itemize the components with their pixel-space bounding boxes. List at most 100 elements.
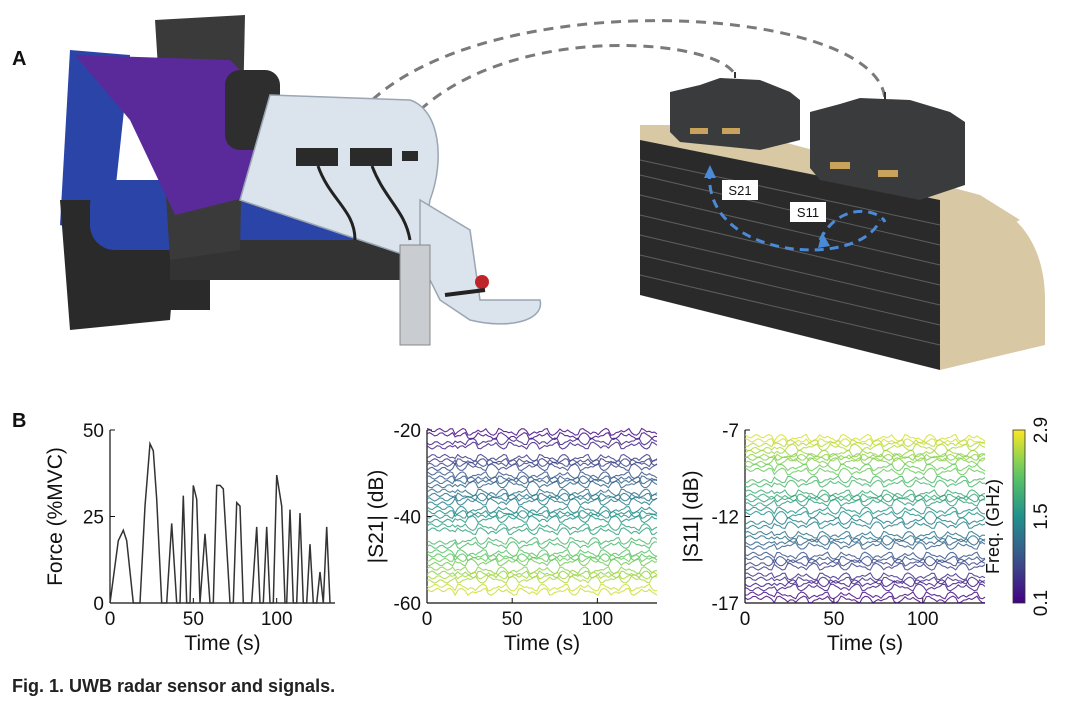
x-axis-label: Time (s) xyxy=(504,632,580,655)
frequency-trace xyxy=(744,479,986,488)
frequency-trace xyxy=(426,527,658,536)
frequency-trace xyxy=(426,587,658,597)
y-tick-label: -17 xyxy=(712,594,739,615)
sensor-setup-illustration: S21 S11 xyxy=(60,15,1045,370)
frequency-trace xyxy=(426,480,658,489)
frequency-trace xyxy=(426,493,658,502)
x-tick-label: 100 xyxy=(582,609,614,630)
frequency-trace xyxy=(744,494,986,503)
frequency-trace xyxy=(744,591,986,600)
x-tick-label: 0 xyxy=(740,609,751,630)
frequency-trace xyxy=(744,449,986,458)
colorbar-tick-label: 2.9 xyxy=(1031,417,1052,443)
y-tick-label: -60 xyxy=(394,594,421,615)
s21-label: S21 xyxy=(728,183,751,198)
y-tick-label: 0 xyxy=(93,594,104,615)
frequency-trace xyxy=(426,566,658,575)
y-tick-label: 25 xyxy=(83,508,104,529)
colorbar-label: Freq. (GHz) xyxy=(983,479,1003,574)
y-tick-label: -40 xyxy=(394,508,421,529)
x-tick-label: 50 xyxy=(502,609,523,630)
cable-right xyxy=(348,19,887,126)
colorbar-tick-label: 0.1 xyxy=(1031,590,1052,616)
frequency-trace xyxy=(744,510,986,520)
x-tick-label: 100 xyxy=(907,609,939,630)
figure-caption: Fig. 1. UWB radar sensor and signals. xyxy=(12,676,336,696)
person xyxy=(75,55,542,346)
frequency-trace xyxy=(426,548,658,558)
frequency-trace xyxy=(426,570,658,579)
colorbar-tick-label: 1.5 xyxy=(1031,503,1052,529)
radar-unit-left xyxy=(670,72,800,150)
frequency-trace xyxy=(426,583,658,592)
frequency-trace xyxy=(744,541,986,551)
frequency-trace xyxy=(744,463,986,472)
radar-unit-right xyxy=(810,92,965,200)
frequency-trace xyxy=(426,462,658,472)
frequency-trace xyxy=(744,498,986,507)
frequency-trace xyxy=(744,534,986,544)
frequency-trace xyxy=(744,521,986,530)
frequency-trace xyxy=(744,516,986,526)
frequency-trace xyxy=(744,562,986,571)
frequency-trace xyxy=(744,583,986,592)
frequency-trace xyxy=(426,437,658,446)
frequency-trace xyxy=(426,536,658,546)
frequency-trace xyxy=(744,530,986,540)
frequency-trace xyxy=(426,458,657,468)
frequency-trace xyxy=(744,439,986,448)
frequency-trace xyxy=(744,437,986,447)
s11-wave-path xyxy=(818,210,887,241)
frequency-trace xyxy=(744,433,986,443)
frequency-trace xyxy=(426,505,658,515)
s21-wave-path xyxy=(708,169,882,252)
x-tick-label: 0 xyxy=(422,609,433,630)
frequency-trace xyxy=(744,506,986,515)
frequency-trace xyxy=(426,476,658,485)
y-tick-label: -20 xyxy=(394,421,421,442)
x-tick-label: 50 xyxy=(183,609,204,630)
x-axis-label: Time (s) xyxy=(827,632,903,655)
frequency-trace xyxy=(744,579,986,588)
frequency-trace xyxy=(426,427,658,437)
frequency-trace xyxy=(426,441,658,450)
x-tick-label: 0 xyxy=(105,609,116,630)
frequency-trace xyxy=(426,497,658,507)
frequency-trace xyxy=(744,576,986,585)
frequency-trace xyxy=(426,522,658,532)
x-tick-label: 100 xyxy=(261,609,293,630)
s11-label: S11 xyxy=(797,205,819,220)
frequency-trace xyxy=(744,452,986,462)
y-axis-label: |S11| (dB) xyxy=(680,470,703,562)
frequency-trace xyxy=(426,552,658,562)
x-axis-label: Time (s) xyxy=(184,632,260,655)
y-tick-label: 50 xyxy=(83,421,104,442)
y-axis-label: |S21| (dB) xyxy=(365,470,388,564)
panel-label-a: A xyxy=(12,48,27,70)
frequency-trace xyxy=(426,540,658,550)
colorbar xyxy=(1012,429,1026,604)
frequency-trace xyxy=(426,509,658,519)
frequency-trace xyxy=(426,470,658,480)
cable-left xyxy=(418,44,737,112)
frequency-trace xyxy=(744,467,986,476)
frequency-trace xyxy=(744,595,986,604)
frequency-trace xyxy=(744,453,986,462)
frequency-trace xyxy=(426,475,658,484)
y-axis-label: Force (%MVC) xyxy=(44,447,67,586)
frequency-trace xyxy=(744,489,986,498)
y-tick-label: -12 xyxy=(712,508,739,529)
frequency-trace xyxy=(744,537,986,546)
frequency-trace xyxy=(744,572,986,581)
frequency-trace xyxy=(426,571,658,580)
frequency-trace xyxy=(426,553,658,563)
y-tick-label: -7 xyxy=(722,421,739,442)
frequency-trace xyxy=(744,551,986,560)
frequency-trace xyxy=(744,475,986,484)
frequency-trace xyxy=(426,558,658,567)
x-tick-label: 50 xyxy=(823,609,844,630)
panel-label-b: B xyxy=(12,410,27,432)
